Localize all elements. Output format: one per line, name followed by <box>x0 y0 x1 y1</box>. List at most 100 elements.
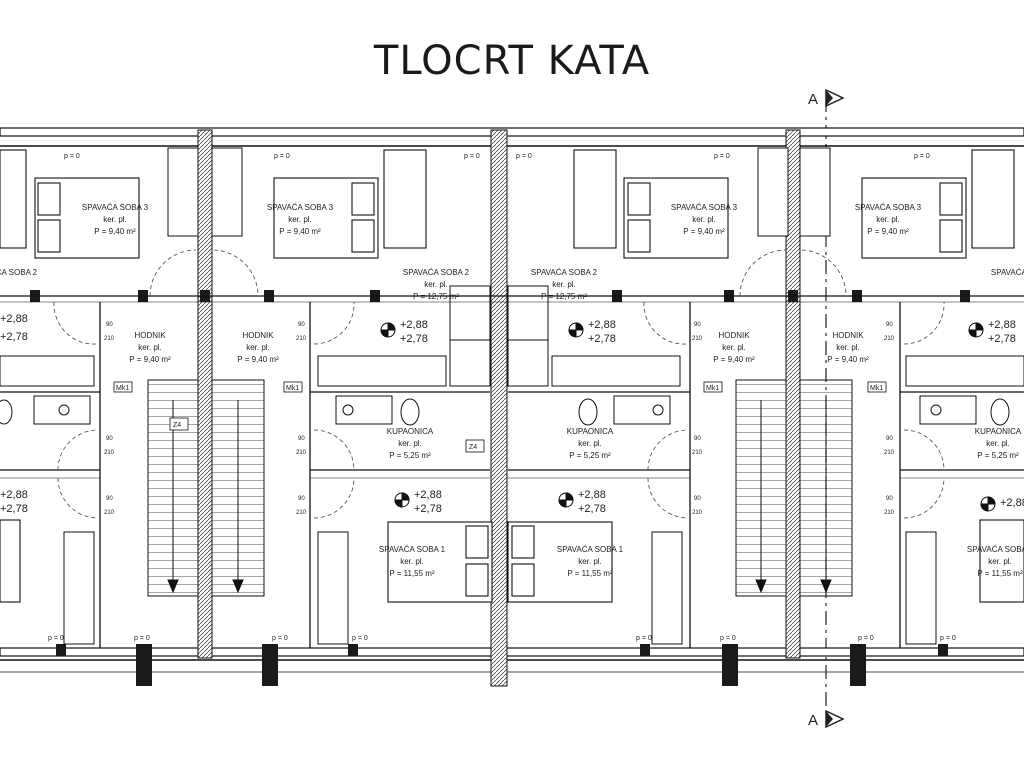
room-floor: ker. pl. <box>722 343 746 352</box>
parapet-label: p = 0 <box>516 153 532 160</box>
wardrobes <box>0 147 1024 645</box>
room-area: P = 11,55 m² <box>567 569 613 578</box>
parapet-label: p = 0 <box>914 153 930 160</box>
room-name-hodnik: HODNIK <box>832 331 864 340</box>
door-height: 210 <box>692 336 703 342</box>
room-floor: ker. pl. <box>578 439 602 448</box>
room-name-hodnik: HODNIK <box>134 331 166 340</box>
room-area: P = 9,40 m² <box>827 355 869 364</box>
room-area: P = 9,40 m² <box>237 355 279 364</box>
room-floor: ker. pl. <box>288 215 312 224</box>
parapet-label: p = 0 <box>714 153 730 160</box>
level-upper: +2,88 <box>1000 497 1024 509</box>
beds <box>34 177 967 603</box>
parapet-label: p = 0 <box>274 153 290 160</box>
room-name-kupaonica: KUPAONICA <box>387 427 434 436</box>
door-height: 210 <box>692 510 703 516</box>
room-floor: ker. pl. <box>400 557 424 566</box>
door-width: 90 <box>106 322 113 328</box>
level-lower: +2,78 <box>588 333 616 345</box>
level-upper: +2,88 <box>578 489 606 501</box>
bathroom-fixtures <box>0 395 1010 426</box>
door-height: 210 <box>296 450 307 456</box>
door-height: 210 <box>692 450 703 456</box>
door-width: 90 <box>298 322 305 328</box>
room-floor: ker. pl. <box>246 343 270 352</box>
tag-mk: Mk1 <box>870 385 883 392</box>
level-lower: +2,78 <box>578 503 606 515</box>
level-lower: +2,78 <box>414 503 442 515</box>
parapet-label: p = 0 <box>48 635 64 642</box>
room-name-spavaca-soba-2: SPAVAĆA SOBA 2 <box>991 268 1024 277</box>
level-upper: +2,88 <box>588 319 616 331</box>
staircase-left <box>147 379 265 597</box>
parapet-labels: p = 0 p = 0 p = 0 p = 0 p = 0 p = 0 p = … <box>48 153 956 642</box>
parapet-label: p = 0 <box>464 153 480 160</box>
parapet-label: p = 0 <box>720 635 736 642</box>
room-name-spavaca-soba-2: SPAVAĆA SOBA 2 <box>403 268 470 277</box>
room-name-spavaca-soba-1: SPAVAĆA SOBA 1 <box>967 545 1024 554</box>
door-width: 90 <box>298 496 305 502</box>
door-width: 90 <box>106 496 113 502</box>
door-dimensions: 90 210 90 210 90 210 90 210 90 210 90 21… <box>104 322 895 516</box>
door-height: 210 <box>296 336 307 342</box>
door-width: 90 <box>886 496 893 502</box>
level-lower: +2,78 <box>0 503 28 515</box>
room-name-kupaonica: KUPAONICA <box>975 427 1022 436</box>
tag-mk: Mk1 <box>286 385 299 392</box>
room-area: P = 5,25 m² <box>569 451 611 460</box>
installation-shafts <box>449 285 549 387</box>
room-area: P = 9,40 m² <box>683 227 725 236</box>
room-floor: ker. pl. <box>692 215 716 224</box>
staircase-right <box>735 379 853 597</box>
level-upper: +2,88 <box>414 489 442 501</box>
room-area: P = 9,40 m² <box>94 227 136 236</box>
parapet-label: p = 0 <box>352 635 368 642</box>
drawing-title: TLOCRT KATA <box>373 38 651 84</box>
level-labels: +2,88 +2,78 +2,88 +2,78 +2,88 +2,78 +2,8… <box>0 313 1024 515</box>
door-height: 210 <box>296 510 307 516</box>
door-height: 210 <box>884 510 895 516</box>
level-lower: +2,78 <box>988 333 1016 345</box>
room-name-spavaca-soba-3: SPAVAĆA SOBA 3 <box>82 203 149 212</box>
room-floor: ker. pl. <box>986 439 1010 448</box>
room-floor: ker. pl. <box>398 439 422 448</box>
door-width: 90 <box>886 322 893 328</box>
room-area: P = 5,25 m² <box>977 451 1019 460</box>
room-name-spavaca-soba-3: SPAVAĆA SOBA 3 <box>267 203 334 212</box>
door-height: 210 <box>104 336 115 342</box>
party-walls <box>197 129 801 687</box>
door-height: 210 <box>884 336 895 342</box>
door-height: 210 <box>104 510 115 516</box>
room-floor: ker. pl. <box>988 557 1012 566</box>
interior-walls <box>0 295 1024 648</box>
door-height: 210 <box>884 450 895 456</box>
door-width: 90 <box>694 322 701 328</box>
room-name-spavaca-soba-3: SPAVAĆA SOBA 3 <box>671 203 738 212</box>
room-floor: ker. pl. <box>836 343 860 352</box>
parapet-label: p = 0 <box>858 635 874 642</box>
level-upper: +2,88 <box>0 313 28 325</box>
parapet-label: p = 0 <box>272 635 288 642</box>
section-label-top: A <box>808 91 818 108</box>
tag-mk: Mk1 <box>116 385 129 392</box>
level-lower: +2,78 <box>400 333 428 345</box>
room-floor: ker. pl. <box>103 215 127 224</box>
room-area: P = 9,40 m² <box>279 227 321 236</box>
parapet-label: p = 0 <box>940 635 956 642</box>
tag-z: Z4 <box>173 422 181 429</box>
room-area: P = 12,75 m² <box>541 292 587 301</box>
tag-mk: Mk1 <box>706 385 719 392</box>
room-area: P = 9,40 m² <box>867 227 909 236</box>
door-width: 90 <box>106 436 113 442</box>
tag-z: Z4 <box>469 444 477 451</box>
level-upper: +2,88 <box>0 489 28 501</box>
door-width: 90 <box>694 496 701 502</box>
room-area: P = 12,75 m² <box>413 292 459 301</box>
room-name-hodnik: HODNIK <box>242 331 274 340</box>
level-markers <box>380 322 996 512</box>
element-tags: Mk1 Mk1 Mk1 Mk1 Z4 Z4 <box>113 381 887 453</box>
single-beds <box>0 149 1024 603</box>
room-floor: ker. pl. <box>552 280 576 289</box>
